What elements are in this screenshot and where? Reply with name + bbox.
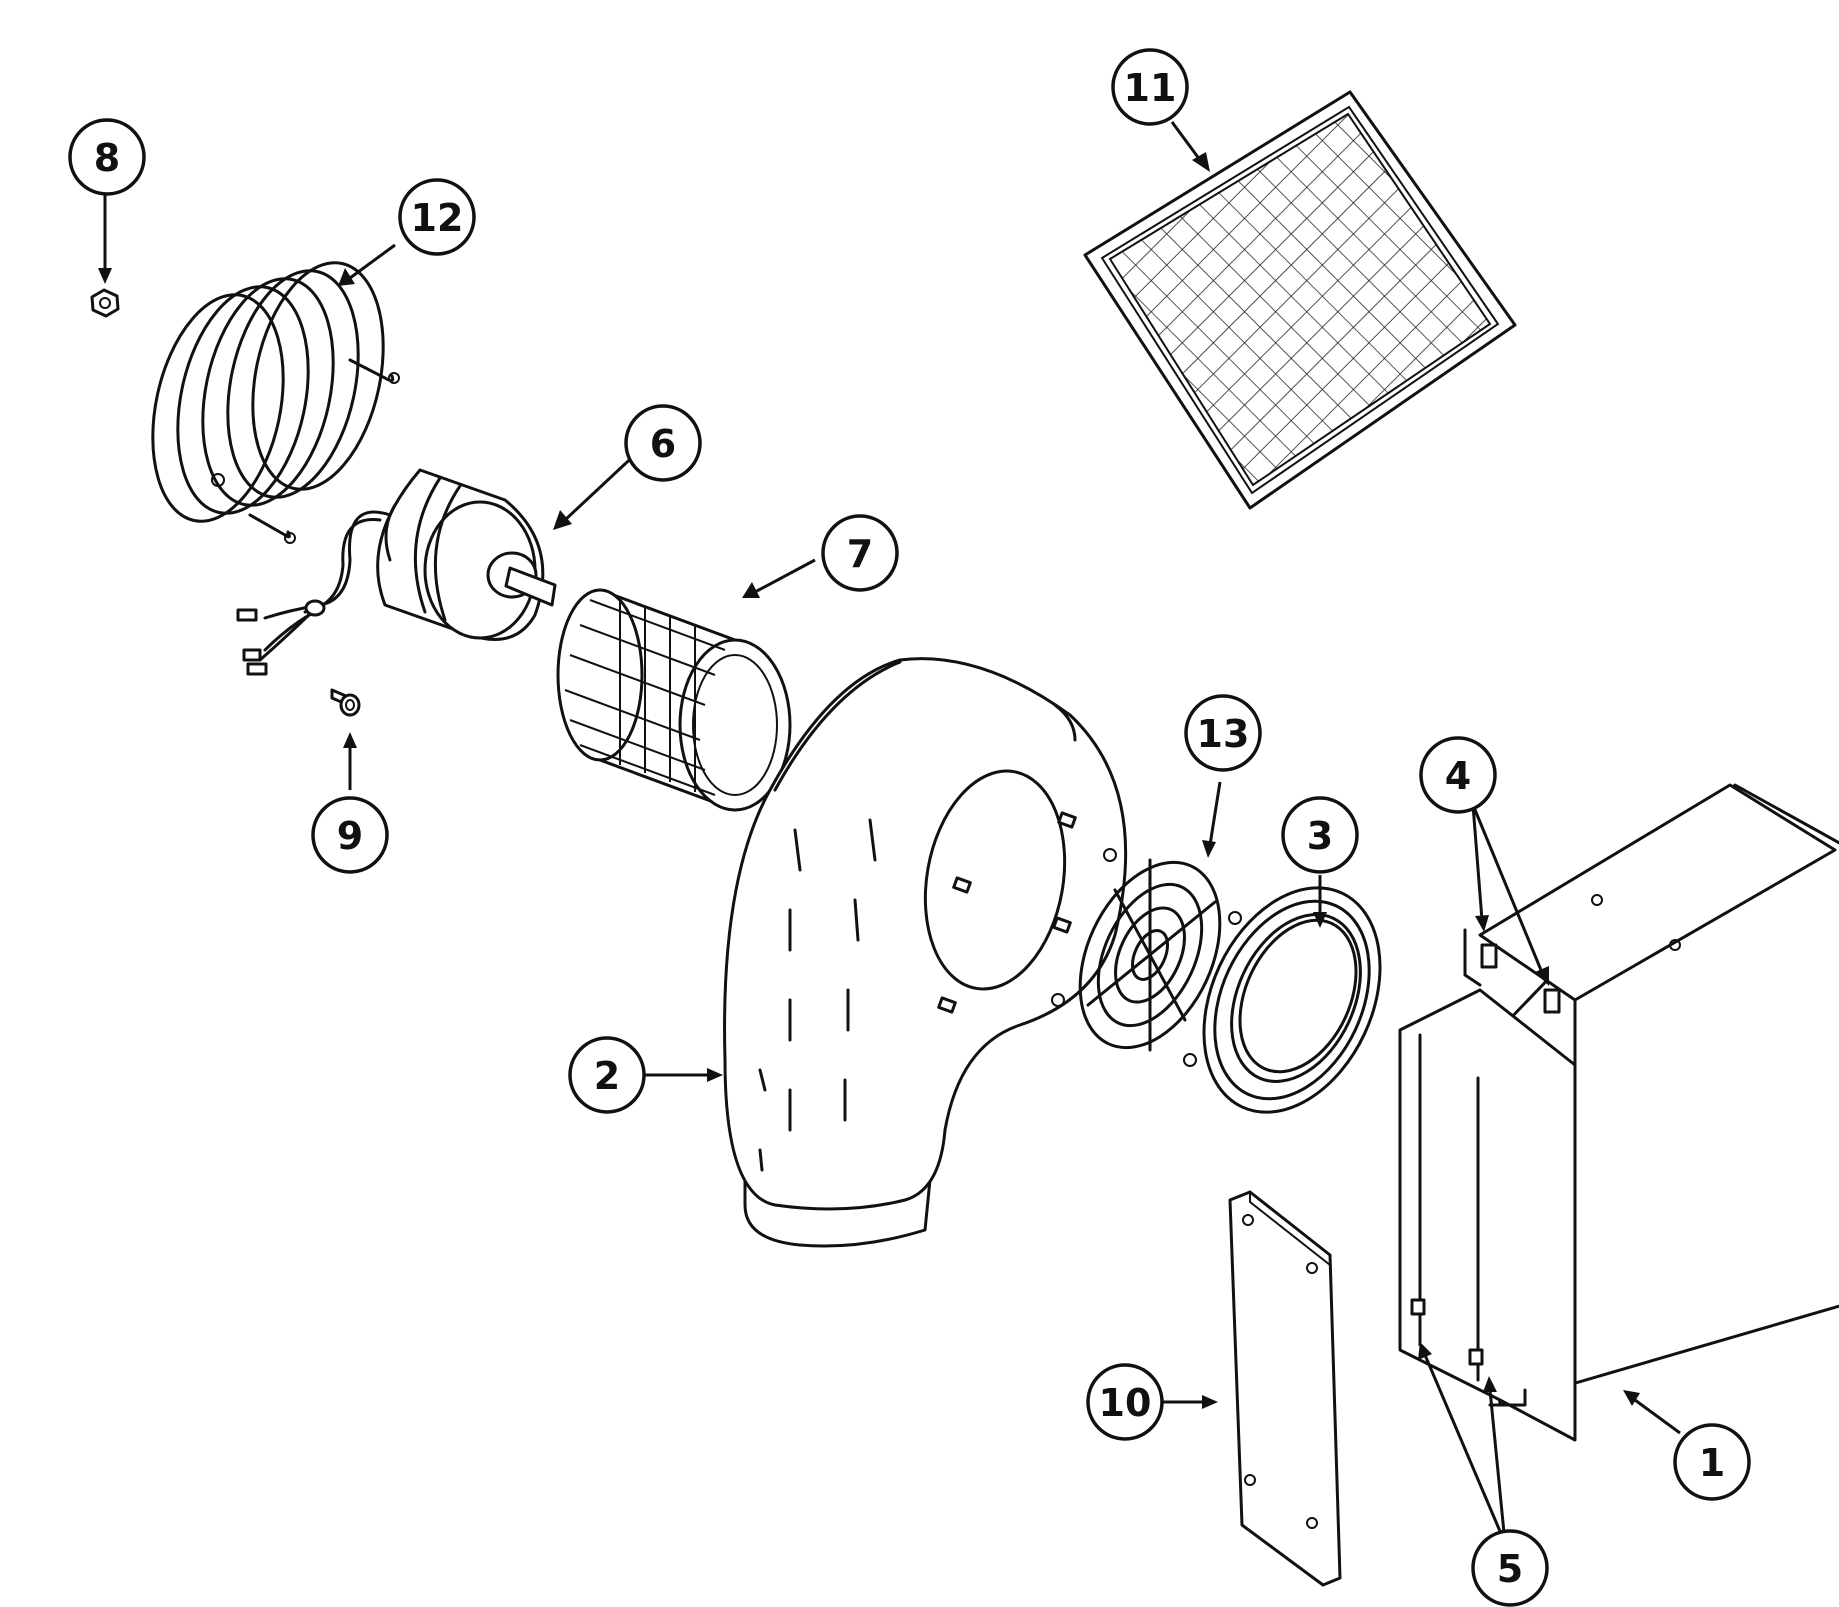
callout-9: 9 xyxy=(311,796,389,874)
part-9-screw xyxy=(330,688,361,717)
part-1-duct-box xyxy=(1398,783,1839,1442)
callout-12-label: 12 xyxy=(411,196,464,240)
part-6-motor xyxy=(236,468,557,676)
callout-4: 4 xyxy=(1419,736,1497,814)
part-7-blower-wheel xyxy=(556,588,792,812)
callout-4-label: 4 xyxy=(1445,754,1471,798)
part-3-collar xyxy=(1202,886,1382,1114)
callout-7: 7 xyxy=(821,514,899,592)
callout-9-label: 9 xyxy=(337,814,363,858)
callout-13-label: 13 xyxy=(1197,712,1250,756)
callout-8: 8 xyxy=(68,118,146,196)
callout-3: 3 xyxy=(1281,796,1359,874)
callout-2-label: 2 xyxy=(594,1054,620,1098)
part-13-guard xyxy=(1051,848,1242,1067)
callout-10: 10 xyxy=(1086,1363,1164,1441)
leader-arrows xyxy=(98,121,1681,1544)
callout-11-label: 11 xyxy=(1124,66,1177,110)
callout-1-label: 1 xyxy=(1699,1441,1725,1485)
callout-13: 13 xyxy=(1184,694,1262,772)
callout-5-label: 5 xyxy=(1497,1547,1523,1591)
callout-12: 12 xyxy=(398,178,476,256)
part-12-coil xyxy=(151,261,400,544)
callout-6-label: 6 xyxy=(650,422,676,466)
callout-11: 11 xyxy=(1111,48,1189,126)
callout-10-label: 10 xyxy=(1099,1381,1152,1425)
part-11-filter xyxy=(1083,90,1517,510)
part-8-nut xyxy=(90,288,120,318)
part-2-blower-housing xyxy=(723,657,1128,1248)
callout-3-label: 3 xyxy=(1307,814,1333,858)
callout-7-label: 7 xyxy=(847,532,873,576)
part-10-plate xyxy=(1228,1189,1342,1587)
callout-1: 1 xyxy=(1673,1423,1751,1501)
callout-8-label: 8 xyxy=(94,136,120,180)
callout-5: 5 xyxy=(1471,1529,1549,1607)
callout-2: 2 xyxy=(568,1036,646,1114)
callout-6: 6 xyxy=(624,404,702,482)
